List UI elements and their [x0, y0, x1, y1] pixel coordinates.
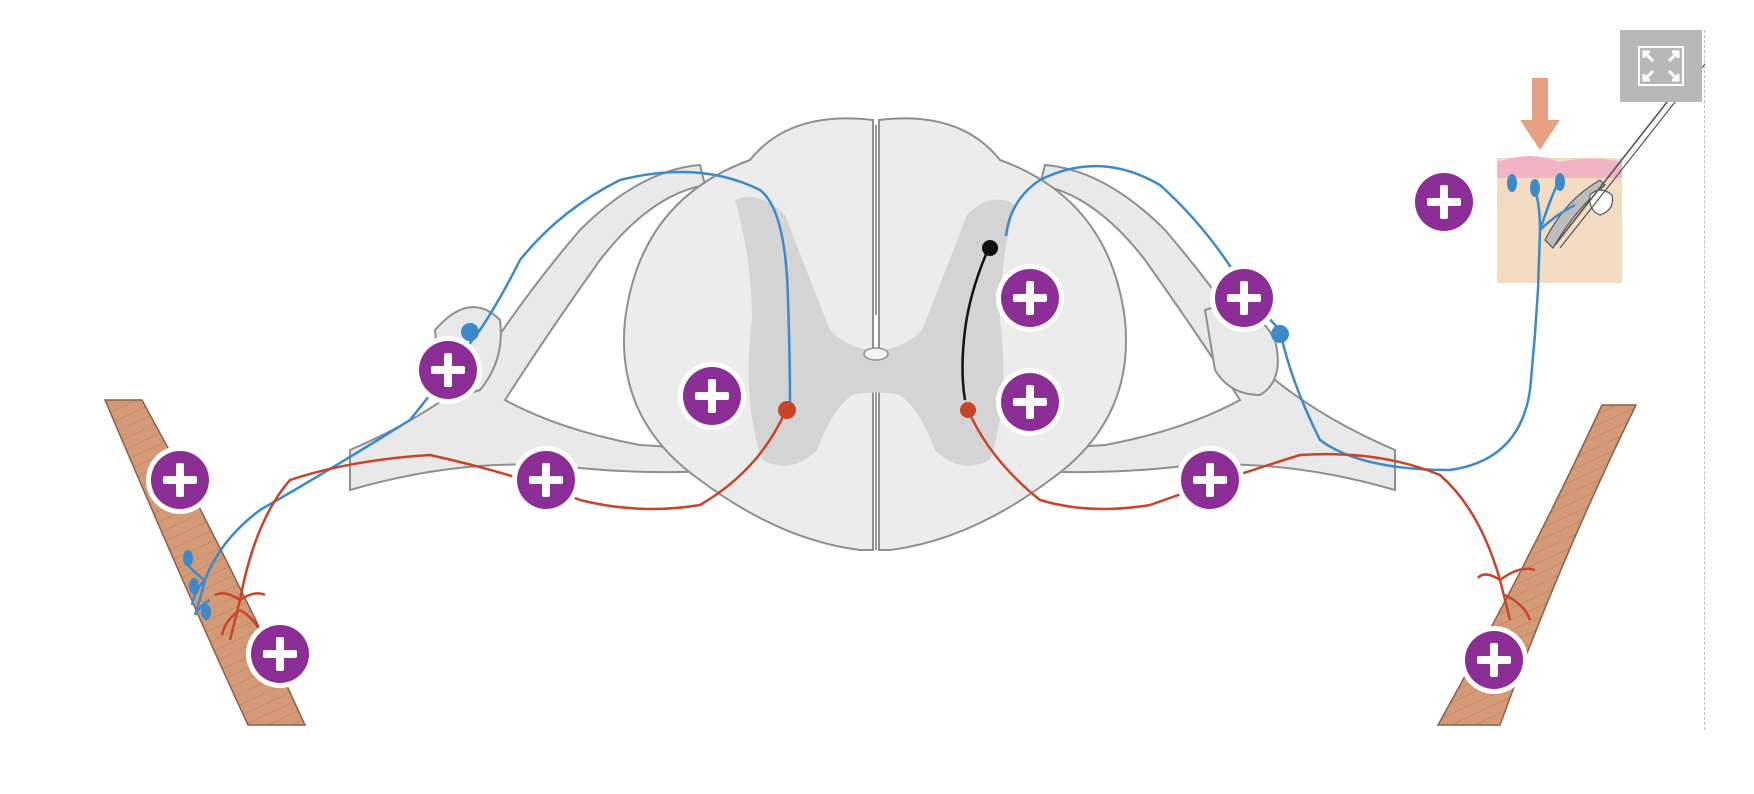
hotspot-right-dorsal-root-ganglion[interactable]: [1210, 264, 1278, 332]
hotspot-left-muscle-sensory[interactable]: [146, 446, 214, 514]
sensory-terminals: [183, 173, 1565, 620]
motor-neuron-bodies: [778, 401, 976, 419]
fullscreen-button[interactable]: [1620, 30, 1702, 102]
hotspot-right-ventral-root[interactable]: [1176, 446, 1244, 514]
fullscreen-icon: [1638, 46, 1684, 86]
hotspot-left-ventral-root[interactable]: [512, 446, 580, 514]
interneuron: [961, 240, 998, 401]
hotspot-left-dorsal-root-ganglion[interactable]: [414, 336, 482, 404]
hotspot-right-muscle[interactable]: [1460, 626, 1528, 694]
stimulus-arrow: [1520, 78, 1560, 150]
hotspot-right-interneuron[interactable]: [996, 264, 1064, 332]
hotspot-left-motor-neuron[interactable]: [678, 362, 746, 430]
right-nerve-roots: [1008, 163, 1396, 492]
hotspot-right-motor-neuron[interactable]: [996, 368, 1064, 436]
hotspot-skin-receptor[interactable]: [1410, 168, 1478, 236]
hotspot-left-muscle-motor[interactable]: [246, 620, 314, 688]
central-canal: [863, 347, 889, 361]
gray-matter: [735, 197, 1015, 466]
viewer-edge: [1704, 30, 1705, 730]
